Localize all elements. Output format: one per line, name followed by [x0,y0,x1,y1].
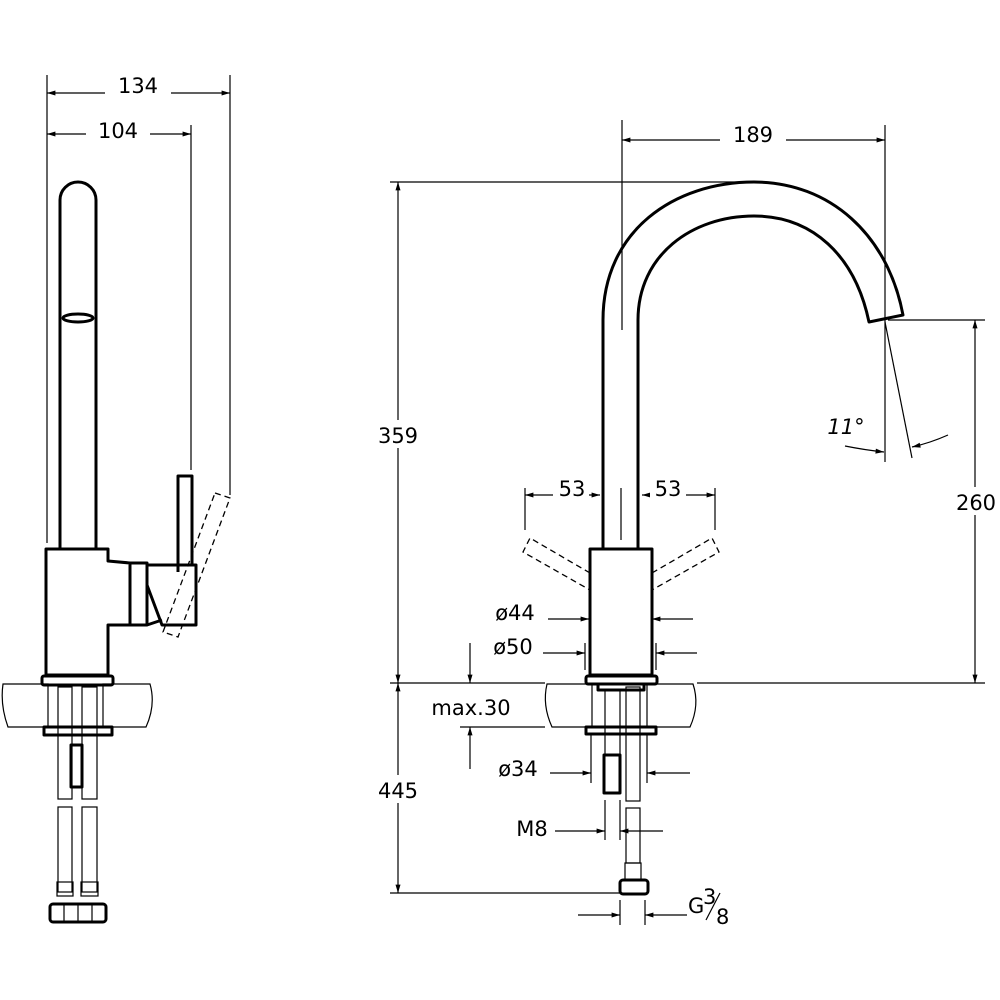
dimension-label: 134 [118,74,158,98]
dimension-label: 53 [655,477,682,501]
front-hose [618,686,650,896]
side-counter-section [1,683,153,728]
dimension-label: ø34 [498,757,538,781]
dimension-diameter-44: ø44 [495,601,693,625]
dimension-label: ø44 [495,601,535,625]
side-washer [42,725,114,737]
dimension-label: max.30 [431,696,510,720]
dimension-outlet-angle: 11° [827,321,949,459]
dimension-label: 11° [827,415,864,439]
front-lever-left-alt [522,537,591,591]
dimension-260: 260 [697,319,1000,684]
side-hoses [48,686,108,924]
dimension-label: ø50 [493,635,533,659]
side-lever-alt-position [162,492,231,638]
dimension-lever-swing: 53 53 [524,476,716,540]
dimension-label: 189 [733,123,773,147]
dimension-label: 53 [559,477,586,501]
dimension-g38: G 3 8 [578,885,729,929]
front-spout [601,180,905,549]
side-base-ring [40,674,115,687]
side-spout [58,180,98,549]
dimension-label: 8 [716,905,729,929]
dimension-m8: M8 [516,800,663,841]
dimension-359: 359 [368,181,760,684]
side-lever [176,474,194,572]
dimension-label: 445 [378,779,418,803]
front-lever-right-alt [651,537,720,591]
dimension-189: 189 [621,118,886,462]
dimension-445: 445 [368,683,620,894]
dimension-label: G [688,894,704,918]
front-body [588,547,654,677]
front-stud [602,690,622,795]
side-cartridge [130,561,198,627]
dimension-134: 134 [46,70,231,543]
front-washer [584,725,658,736]
side-body [44,547,132,677]
front-fixing-plate [596,682,646,692]
dimension-label: 260 [956,491,996,515]
dimension-104: 104 [47,112,192,470]
dimension-diameter-50: ø50 [493,635,697,670]
dimension-label: 104 [98,119,138,143]
dimension-label: 3 [703,885,716,909]
side-view: 134 104 [1,70,231,924]
dimension-label: M8 [516,817,547,841]
dimension-diameter-34: ø34 [498,735,690,783]
front-view: 189 359 260 11° [368,118,1000,929]
dimension-label: 359 [378,424,418,448]
dimension-max-30: max.30 [431,643,545,769]
